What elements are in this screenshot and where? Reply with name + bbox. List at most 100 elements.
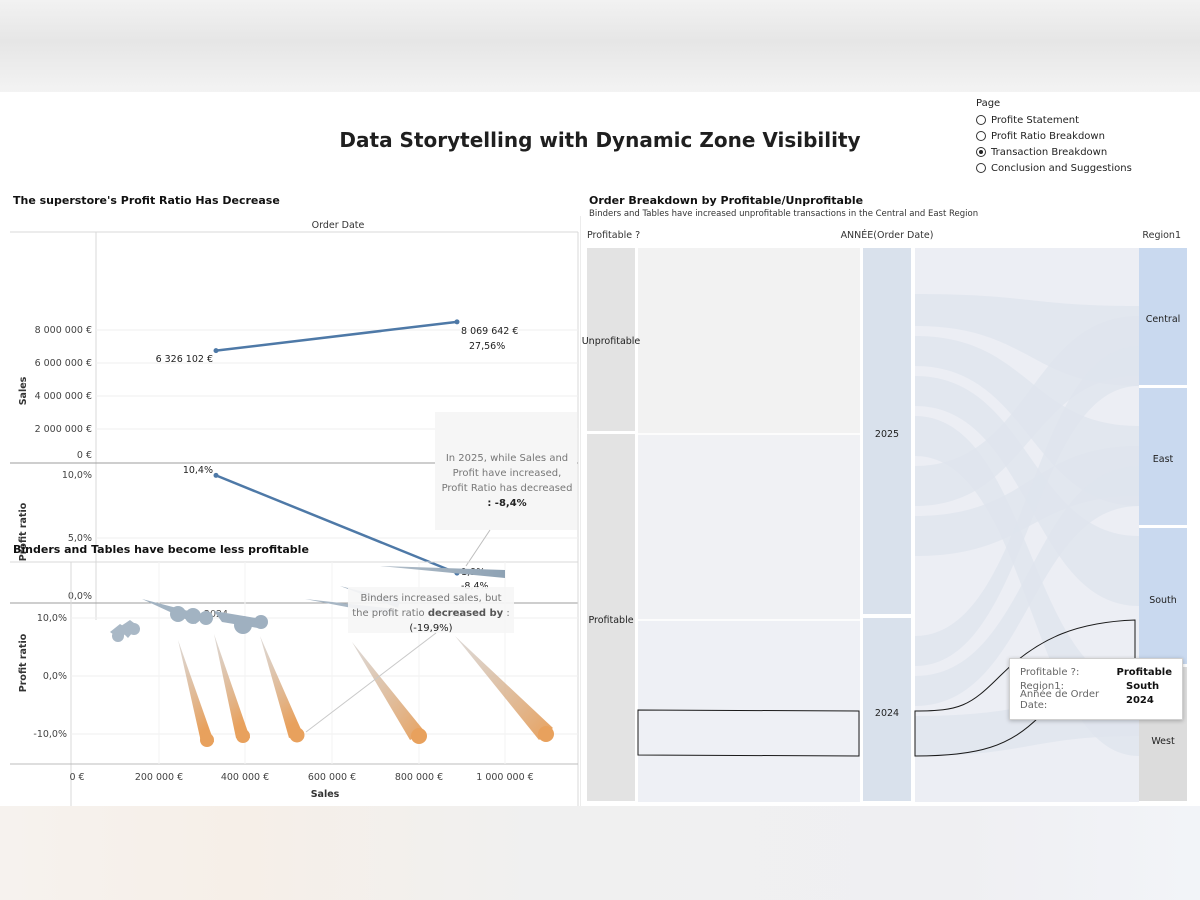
ratio-axis-title: Profit ratio — [18, 502, 29, 561]
blue-comet-mark[interactable] — [170, 606, 186, 622]
hover-tooltip: Profitable ?: Profitable Region1: South … — [1009, 658, 1183, 720]
orange-comet-mark[interactable] — [214, 634, 250, 738]
annotation-value: : -8,4% — [487, 498, 526, 509]
tooltip-row: Profitable ?: Profitable — [1020, 665, 1172, 679]
order-date-header: Order Date — [312, 220, 365, 231]
page-option-label: Conclusion and Suggestions — [991, 162, 1132, 174]
label-year-2025: 2025 — [875, 429, 899, 440]
ratio-tick: 5,0% — [68, 533, 92, 544]
panel3-title: Order Breakdown by Profitable/Unprofitab… — [589, 194, 864, 207]
blue-comet-mark[interactable] — [128, 623, 140, 635]
selected-flow-profitable-2024[interactable] — [637, 709, 860, 757]
page-option-transaction-breakdown[interactable]: Transaction Breakdown — [976, 144, 1132, 160]
sales-point-2024[interactable] — [213, 348, 219, 354]
sales-tick: 0 € — [77, 450, 92, 461]
bar-year-2024[interactable] — [863, 618, 911, 801]
label-region-west: West — [1151, 736, 1175, 747]
label-region-east: East — [1153, 454, 1174, 465]
radio-icon — [976, 115, 986, 125]
col-header-year: ANNÉE(Order Date) — [841, 229, 934, 241]
flow-to-east[interactable] — [915, 466, 1139, 706]
col-header-profitable: Profitable ? — [587, 230, 640, 241]
radio-selected-icon — [976, 147, 986, 157]
y-tick: -10,0% — [33, 729, 67, 740]
profit-ratio-line — [215, 474, 458, 575]
orange-comet-mark[interactable] — [411, 728, 427, 744]
tooltip-value: South — [1126, 680, 1160, 692]
y-tick: 10,0% — [37, 613, 67, 624]
ratio-tick: 10,0% — [62, 470, 92, 481]
comet-group-orange — [178, 634, 554, 747]
x-tick: 600 000 € — [308, 772, 356, 783]
ratio-tick: 0,0% — [68, 591, 92, 602]
flow-to-central[interactable] — [915, 346, 1139, 666]
page-option-label: Profite Statement — [991, 114, 1080, 126]
background-blur-top — [0, 0, 1200, 92]
sales-tick: 6 000 000 € — [35, 358, 92, 369]
blue-comet-mark[interactable] — [112, 630, 124, 642]
orange-comet-mark[interactable] — [200, 733, 214, 747]
blue-comet-mark[interactable] — [199, 611, 213, 625]
orange-comet-mark[interactable] — [538, 726, 554, 742]
blue-comet-mark[interactable] — [254, 615, 268, 629]
sales-label-2024: 6 326 102 € — [156, 354, 213, 365]
annotation-suffix: : — [503, 608, 510, 619]
ratio-label-2024: 10,4% — [183, 465, 213, 476]
sales-point-2025[interactable] — [454, 319, 460, 325]
orange-comet-mark[interactable] — [455, 636, 553, 740]
tooltip-value: 2024 — [1126, 694, 1154, 706]
sales-axis-title: Sales — [18, 376, 29, 405]
ratio-point-2024[interactable] — [213, 472, 219, 478]
dashboard-title: Data Storytelling with Dynamic Zone Visi… — [339, 128, 861, 152]
panel2-title: Binders and Tables have become less prof… — [13, 543, 309, 556]
orange-comet-mark[interactable] — [178, 640, 214, 742]
bar-region-south[interactable] — [1139, 528, 1187, 664]
bar-year-2025[interactable] — [863, 248, 911, 614]
annotation-prefix: the profit ratio — [352, 608, 428, 619]
orange-comet-mark[interactable] — [260, 636, 303, 738]
page-option-profit-ratio-breakdown[interactable]: Profit Ratio Breakdown — [976, 128, 1132, 144]
sales-growth-label: 27,56% — [469, 341, 505, 352]
bar-unprofitable[interactable] — [587, 248, 635, 431]
annotation-text: Profit Ratio has decreased — [442, 483, 573, 494]
page-option-profite-statement[interactable]: Profite Statement — [976, 112, 1132, 128]
annotation-pointer — [465, 529, 491, 567]
x-tick: 0 € — [69, 772, 84, 783]
annotation-pointer — [305, 632, 437, 733]
label-region-south: South — [1149, 595, 1177, 606]
blue-comet-mark[interactable] — [380, 566, 505, 578]
dashboard: Data Storytelling with Dynamic Zone Visi… — [0, 92, 1200, 806]
binders-tables-scatter: 10,0% 0,0% -10,0% Profit ratio 0 € 200 0… — [10, 561, 579, 806]
annotation-value: (-19,9%) — [409, 623, 452, 634]
flow-unprofitable-2025[interactable] — [638, 248, 860, 434]
label-region-central: Central — [1146, 314, 1181, 325]
ratio-change-label: -8,4% — [461, 581, 489, 592]
page-option-label: Transaction Breakdown — [991, 146, 1108, 158]
radio-icon — [976, 131, 986, 141]
radio-icon — [976, 163, 986, 173]
annotation-text: the profit ratio decreased by : — [352, 608, 510, 619]
bar-profitable[interactable] — [587, 434, 635, 801]
orange-comet-mark[interactable] — [352, 642, 425, 740]
sales-tick: 4 000 000 € — [35, 391, 92, 402]
blue-comet-mark[interactable] — [234, 616, 252, 634]
annotation-bold: decreased by — [428, 608, 504, 619]
sales-label-2025: 8 069 642 € — [461, 326, 518, 337]
label-profitable: Profitable — [588, 615, 633, 626]
flow-profitable-2025[interactable] — [638, 434, 860, 620]
orange-comet-mark[interactable] — [289, 727, 305, 743]
tooltip-key: Profitable ?: — [1020, 666, 1080, 678]
annotation-text: Binders increased sales, but — [360, 593, 501, 604]
flow-to-central[interactable] — [915, 316, 1139, 506]
x-tick: 800 000 € — [395, 772, 443, 783]
blue-comet-mark[interactable] — [185, 608, 201, 624]
tooltip-key: Region1: — [1020, 680, 1064, 692]
background-blur-bottom — [0, 806, 1200, 900]
bar-region-east[interactable] — [1139, 388, 1187, 525]
page-option-conclusion[interactable]: Conclusion and Suggestions — [976, 160, 1132, 176]
label-unprofitable: Unprofitable — [582, 336, 641, 347]
bar-region-central[interactable] — [1139, 248, 1187, 385]
panel1-title: The superstore's Profit Ratio Has Decrea… — [13, 194, 280, 207]
orange-comet-mark[interactable] — [236, 729, 250, 743]
sales-tick: 8 000 000 € — [35, 325, 92, 336]
